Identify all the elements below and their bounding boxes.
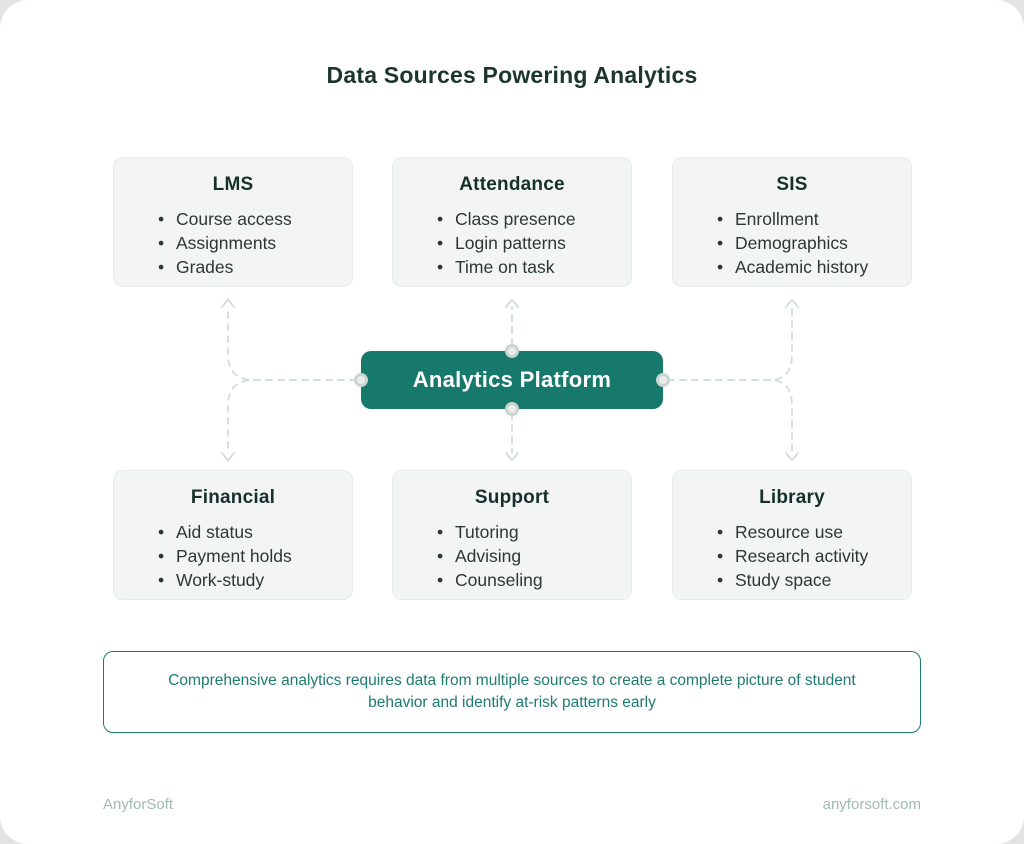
- list-item: • Payment holds: [158, 544, 352, 568]
- link-platform-library: [667, 379, 793, 454]
- source-box-title: Support: [474, 487, 550, 508]
- arrow-up-sis: [785, 298, 799, 308]
- source-box-title: Attendance: [459, 174, 565, 195]
- list-item: • Resource use: [717, 520, 911, 544]
- summary-note-text: Comprehensive analytics requires data fr…: [168, 672, 856, 711]
- arrow-down-support: [505, 452, 519, 462]
- list-item: • Assignments: [158, 231, 352, 255]
- arrow-down-financial: [221, 452, 235, 462]
- list-item-label: Study space: [735, 570, 832, 590]
- source-box-financial: Financial • Aid status • Payment holds • Wo…: [113, 470, 353, 600]
- bullet-icon: •: [437, 257, 444, 277]
- list-item: • Counseling: [437, 568, 631, 592]
- source-box-list: • Aid status • Payment holds • Work-study: [114, 520, 352, 592]
- source-box-sis: SIS • Enrollment • Demographics • Academic …: [672, 157, 912, 287]
- list-item: • Grades: [158, 255, 352, 279]
- list-item-label: Payment holds: [176, 546, 292, 566]
- source-box-library: Library • Resource use • Research activity…: [672, 470, 912, 600]
- bullet-icon: •: [158, 570, 165, 590]
- connector-port-right: [656, 373, 670, 387]
- source-box-title: SIS: [776, 174, 808, 195]
- source-box-list: • Course access • Assignments • Grades: [114, 207, 352, 279]
- list-item: • Advising: [437, 544, 631, 568]
- list-item-label: Academic history: [735, 257, 869, 277]
- bullet-icon: •: [437, 209, 444, 229]
- bullet-icon: •: [158, 546, 165, 566]
- list-item-label: Enrollment: [735, 209, 819, 229]
- list-item-label: Aid status: [176, 522, 253, 542]
- list-item: • Class presence: [437, 207, 631, 231]
- link-platform-sis: [667, 306, 793, 381]
- source-box-list: • Class presence • Login patterns • Time on…: [393, 207, 631, 279]
- bullet-icon: •: [717, 257, 724, 277]
- source-box-list: • Enrollment • Demographics • Academic hist…: [673, 207, 911, 279]
- bullet-icon: •: [717, 209, 724, 229]
- bullet-icon: •: [437, 546, 444, 566]
- website-label: anyforsoft.com: [822, 796, 921, 813]
- source-box-lms: LMS • Course access • Assignments • Grades: [113, 157, 353, 287]
- list-item: • Enrollment: [717, 207, 911, 231]
- list-item: • Study space: [717, 568, 911, 592]
- list-item: • Aid status: [158, 520, 352, 544]
- link-platform-lms: [227, 306, 357, 381]
- list-item-label: Grades: [176, 257, 234, 277]
- bullet-icon: •: [158, 522, 165, 542]
- list-item: • Tutoring: [437, 520, 631, 544]
- source-box-support: Support • Tutoring • Advising • Counseling: [392, 470, 632, 600]
- source-box-attendance: Attendance • Class presence • Login patter…: [392, 157, 632, 287]
- list-item-label: Advising: [455, 546, 522, 566]
- list-item: • Demographics: [717, 231, 911, 255]
- list-item: • Research activity: [717, 544, 911, 568]
- connector-port-left: [354, 373, 368, 387]
- list-item: • Login patterns: [437, 231, 631, 255]
- source-box-title: Financial: [190, 487, 276, 508]
- bullet-icon: •: [158, 257, 165, 277]
- list-item: • Work-study: [158, 568, 352, 592]
- list-item-label: Counseling: [455, 570, 543, 590]
- source-box-list: • Tutoring • Advising • Counseling: [393, 520, 631, 592]
- brand-label: AnyforSoft: [103, 796, 174, 813]
- bullet-icon: •: [158, 209, 165, 229]
- connector-port-top: [505, 344, 519, 358]
- bullet-icon: •: [717, 570, 724, 590]
- page-title: Data Sources Powering Analytics: [326, 62, 698, 88]
- list-item: • Course access: [158, 207, 352, 231]
- list-item-label: Work-study: [176, 570, 265, 590]
- analytics-platform-node: Analytics Platform: [361, 351, 663, 409]
- list-item-label: Demographics: [735, 233, 848, 253]
- list-item-label: Research activity: [735, 546, 869, 566]
- bullet-icon: •: [158, 233, 165, 253]
- list-item-label: Time on task: [455, 257, 555, 277]
- connector-port-bottom: [505, 402, 519, 416]
- arrow-up-lms: [221, 298, 235, 308]
- bullet-icon: •: [437, 570, 444, 590]
- list-item: • Time on task: [437, 255, 631, 279]
- bullet-icon: •: [437, 233, 444, 253]
- source-box-list: • Resource use • Research activity • Study …: [673, 520, 911, 592]
- source-box-title: Library: [759, 487, 825, 508]
- bullet-icon: •: [717, 233, 724, 253]
- list-item-label: Resource use: [735, 522, 843, 542]
- arrow-up-attendance: [505, 298, 519, 308]
- bullet-icon: •: [437, 522, 444, 542]
- list-item-label: Course access: [176, 209, 292, 229]
- source-box-title: LMS: [212, 174, 254, 195]
- bullet-icon: •: [717, 546, 724, 566]
- list-item-label: Tutoring: [455, 522, 519, 542]
- summary-note-box: Comprehensive analytics requires data fr…: [103, 651, 921, 733]
- bullet-icon: •: [717, 522, 724, 542]
- list-item: • Academic history: [717, 255, 911, 279]
- list-item-label: Class presence: [455, 209, 576, 229]
- arrow-down-library: [785, 452, 799, 462]
- link-platform-financial: [227, 379, 357, 454]
- list-item-label: Assignments: [176, 233, 277, 253]
- list-item-label: Login patterns: [455, 233, 566, 253]
